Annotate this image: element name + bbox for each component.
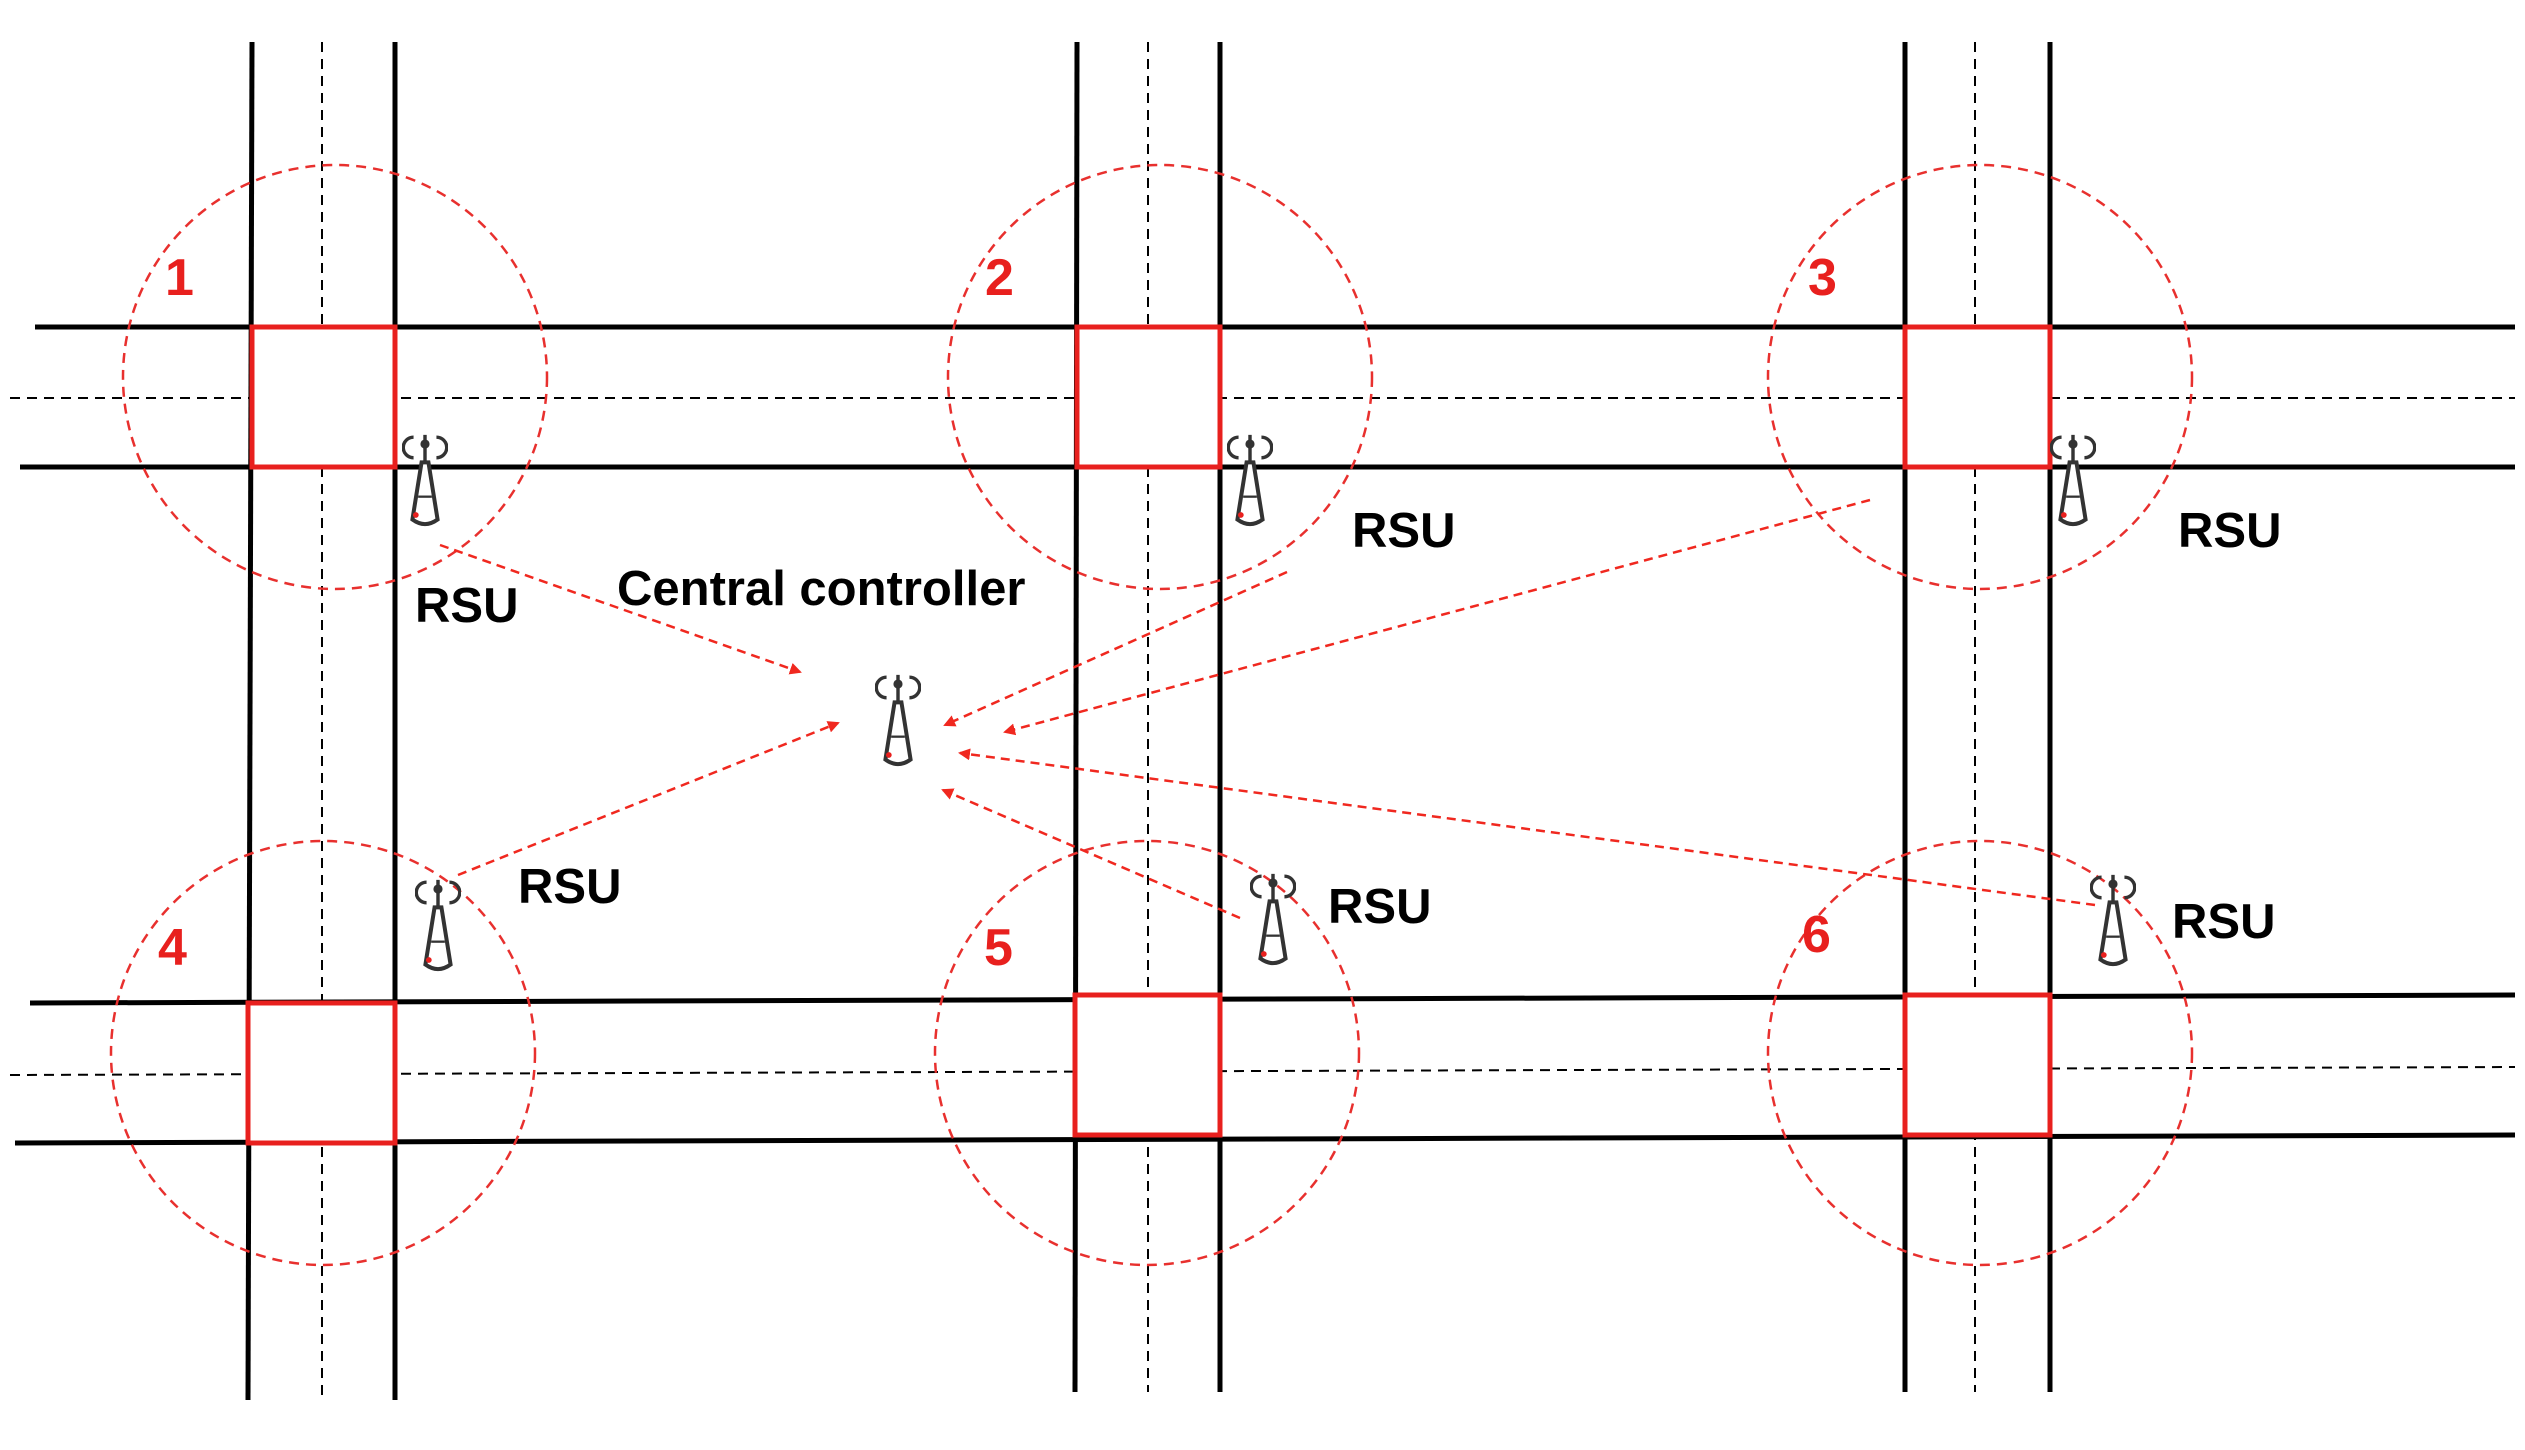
intersection-number-6: 6 [1802,906,1831,964]
coverage-circle-2 [946,163,1374,591]
rsu-icon [2051,435,2094,524]
intersection-numbers: 1 2 3 4 5 6 [158,249,1837,977]
rsu-towers [403,435,2134,969]
link-rsu-4 [457,721,840,877]
bottom-road-edge-upper [29,992,2516,1006]
rsu-label-5: RSU [1328,880,1431,934]
communication-links [439,498,2096,920]
bottom-road-centerline [9,1066,2516,1076]
link-rsu-1 [439,543,802,675]
coverage-circle-5 [933,839,1361,1267]
link-rsu-2 [943,570,1288,727]
intersection-number-4: 4 [158,919,187,977]
central-controller-icon [876,675,919,764]
intersection-number-5: 5 [984,919,1013,977]
intersection-box-1 [249,324,398,470]
rsu-icon [1228,435,1271,524]
coverage-zones [109,163,2194,1267]
labels: RSU RSU RSU RSU RSU RSU Central controll… [415,504,2281,949]
coverage-circle-1 [121,163,549,591]
intersection-box-5 [1072,992,1223,1138]
rsu-icon [416,880,459,969]
intersection-box-6 [1902,992,2053,1138]
coverage-circle-4 [109,839,537,1267]
rsu-label-6: RSU [2172,895,2275,949]
rsu-label-4: RSU [518,860,621,914]
rsu-icon [403,435,446,524]
central-controller-label: Central controller [617,562,1025,616]
rsu-icon [2091,875,2134,964]
intersection-number-3: 3 [1808,249,1837,307]
link-rsu-6 [958,748,2096,907]
left-road-edge-left [245,41,255,1401]
link-rsu-5 [941,788,1241,920]
intersection-box-3 [1902,324,2053,470]
rsu-icon [1251,874,1294,963]
intersection-number-1: 1 [165,249,194,307]
intersection-box-4 [245,1000,398,1146]
rsu-label-2: RSU [1352,504,1455,558]
coverage-circle-6 [1766,839,2194,1267]
roads [9,41,2516,1401]
intersection-number-2: 2 [985,249,1014,307]
intersection-box-2 [1074,324,1223,470]
coverage-circle-3 [1766,163,2194,591]
intersections [245,324,2053,1146]
middle-road-edge-left [1072,41,1080,1393]
rsu-label-3: RSU [2178,504,2281,558]
bottom-road-edge-lower [14,1132,2516,1146]
rsu-label-1: RSU [415,579,518,633]
